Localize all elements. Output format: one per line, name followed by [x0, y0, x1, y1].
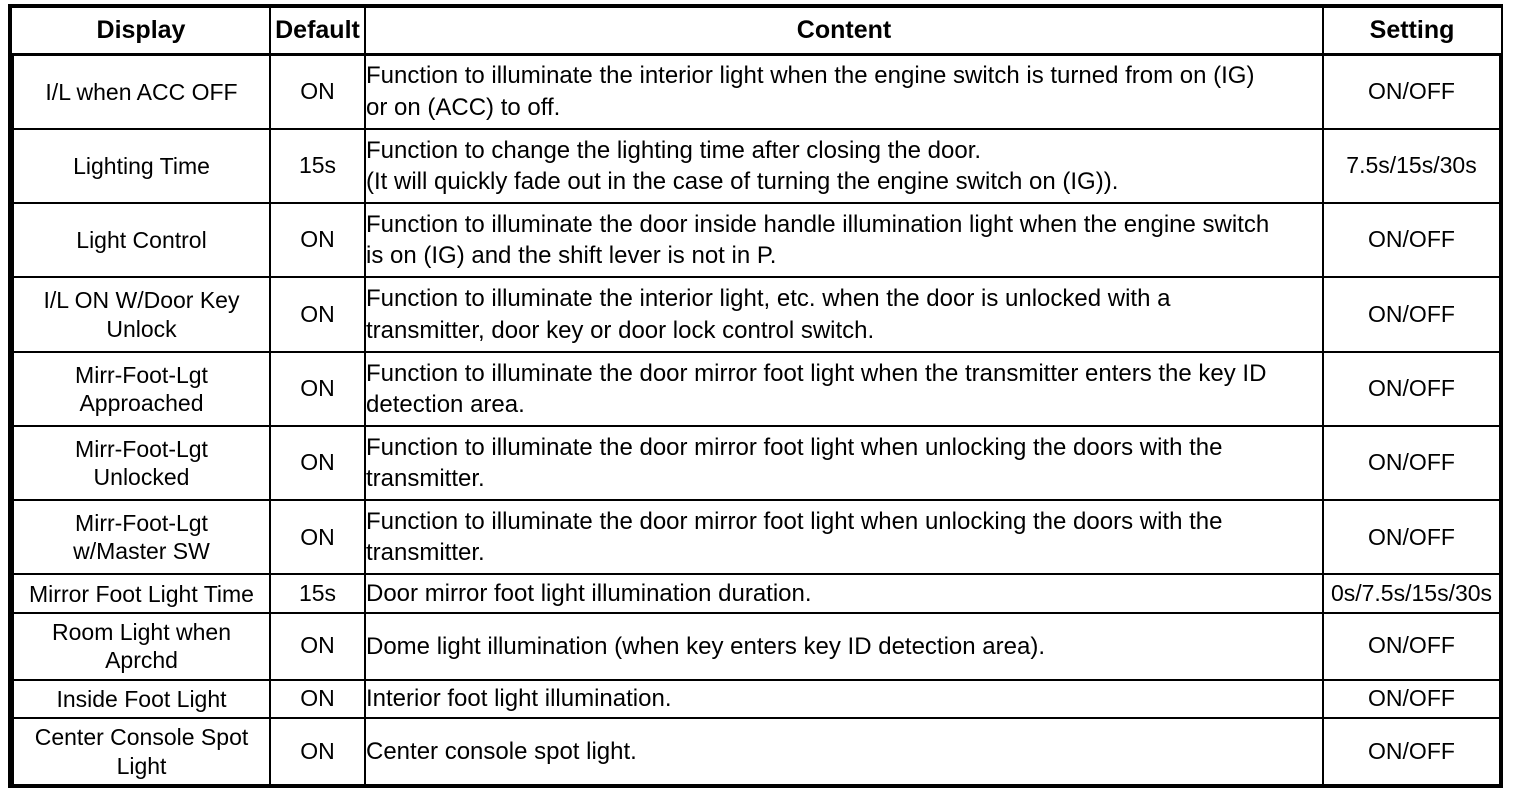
- cell-setting-options: ON/OFF: [1322, 424, 1501, 502]
- cell-setting-options: ON/OFF: [1322, 350, 1501, 427]
- content-line: Function to illuminate the interior ligh…: [366, 62, 1255, 90]
- cell-default-value: ON: [269, 350, 366, 427]
- display-line: I/L when ACC OFF: [45, 78, 238, 105]
- content-line: (It will quickly fade out in the case of…: [366, 167, 1119, 195]
- display-line: Light Control: [76, 227, 207, 254]
- cell-default-value: ON: [269, 499, 366, 576]
- cell-content: Function to illuminate the door inside h…: [364, 202, 1324, 279]
- display-line: Inside Foot Light: [56, 685, 227, 712]
- display-line: Mirr-Foot-Lgt: [75, 435, 208, 462]
- content-line: or on (ACC) to off.: [366, 93, 561, 121]
- cell-setting-options: ON/OFF: [1322, 611, 1501, 681]
- cell-content: Function to illuminate the door mirror f…: [364, 350, 1324, 427]
- cell-setting-options: ON/OFF: [1322, 499, 1501, 576]
- cell-content: Function to illuminate the door mirror f…: [364, 499, 1324, 576]
- display-line: w/Master SW: [73, 538, 210, 565]
- cell-setting-options: ON/OFF: [1322, 53, 1501, 130]
- cell-setting-options: ON/OFF: [1322, 717, 1501, 784]
- display-line: Aprchd: [105, 647, 178, 674]
- content-line: transmitter.: [366, 539, 485, 567]
- cell-content: Center console spot light.: [364, 717, 1324, 784]
- cell-setting-options: ON/OFF: [1322, 276, 1501, 353]
- cell-display: Lighting Time: [12, 127, 271, 205]
- display-line: Center Console Spot: [34, 724, 249, 751]
- content-line: transmitter, door key or door lock contr…: [366, 316, 875, 344]
- cell-setting-options: ON/OFF: [1322, 678, 1501, 720]
- cell-default-value: ON: [269, 424, 366, 502]
- spec-table-container: Display Default Content Setting I/L when…: [8, 4, 1503, 788]
- content-line: Function to illuminate the door mirror f…: [366, 359, 1267, 387]
- display-line: Mirr-Foot-Lgt: [75, 510, 208, 537]
- cell-setting-options: 0s/7.5s/15s/30s: [1322, 573, 1501, 614]
- cell-content: Dome light illumination (when key enters…: [364, 611, 1324, 681]
- cell-display: Light Control: [12, 202, 271, 279]
- content-line: Function to change the lighting time aft…: [366, 136, 982, 164]
- content-line: Interior foot light illumination.: [366, 685, 672, 713]
- cell-default-value: ON: [269, 717, 366, 784]
- column-header-default: Default: [269, 8, 366, 56]
- table-header: Display Default Content Setting: [13, 8, 1500, 56]
- content-line: Function to illuminate the door mirror f…: [366, 508, 1223, 536]
- cell-default-value: 15s: [269, 127, 366, 205]
- content-line: detection area.: [366, 390, 525, 418]
- content-line: Function to illuminate the interior ligh…: [366, 285, 1171, 313]
- display-line: Approached: [79, 389, 204, 416]
- column-header-display: Display: [13, 8, 271, 56]
- display-line: Unlocked: [93, 464, 190, 491]
- cell-default-value: ON: [269, 53, 366, 130]
- cell-default-value: ON: [269, 678, 366, 720]
- cell-content: Function to illuminate the interior ligh…: [364, 276, 1324, 353]
- cell-default-value: 15s: [269, 573, 366, 614]
- lighting-customize-table: Display Default Content Setting I/L when…: [12, 8, 1501, 784]
- column-header-setting: Setting: [1322, 8, 1500, 56]
- column-header-content: Content: [364, 8, 1324, 56]
- content-line: Function to illuminate the door mirror f…: [366, 433, 1223, 461]
- cell-default-value: ON: [269, 611, 366, 681]
- cell-content: Door mirror foot light illumination dura…: [364, 573, 1324, 614]
- cell-setting-options: 7.5s/15s/30s: [1322, 127, 1501, 205]
- content-line: Door mirror foot light illumination dura…: [366, 579, 812, 607]
- cell-content: Function to change the lighting time aft…: [364, 127, 1324, 205]
- display-line: Light: [116, 752, 167, 779]
- cell-default-value: ON: [269, 202, 366, 279]
- header-row: Display Default Content Setting: [13, 8, 1500, 56]
- content-line: is on (IG) and the shift lever is not in…: [366, 242, 777, 270]
- display-line: Room Light when: [52, 619, 231, 646]
- cell-setting-options: ON/OFF: [1322, 202, 1501, 279]
- cell-content: Interior foot light illumination.: [364, 678, 1324, 720]
- cell-display: Mirror Foot Light Time: [12, 573, 271, 614]
- cell-content: Function to illuminate the door mirror f…: [364, 424, 1324, 502]
- content-line: Function to illuminate the door inside h…: [366, 211, 1270, 239]
- content-line: Center console spot light.: [366, 737, 637, 765]
- display-line: Mirror Foot Light Time: [29, 580, 254, 607]
- content-line: Dome light illumination (when key enters…: [366, 632, 1045, 660]
- content-line: transmitter.: [366, 465, 485, 493]
- cell-content: Function to illuminate the interior ligh…: [364, 53, 1324, 130]
- display-line: Lighting Time: [73, 152, 210, 179]
- cell-display: Inside Foot Light: [12, 678, 271, 720]
- display-line: Mirr-Foot-Lgt: [75, 361, 208, 388]
- display-line: I/L ON W/Door Key: [43, 287, 240, 314]
- cell-default-value: ON: [269, 276, 366, 353]
- cell-display: I/L when ACC OFF: [12, 53, 271, 130]
- display-line: Unlock: [106, 315, 177, 342]
